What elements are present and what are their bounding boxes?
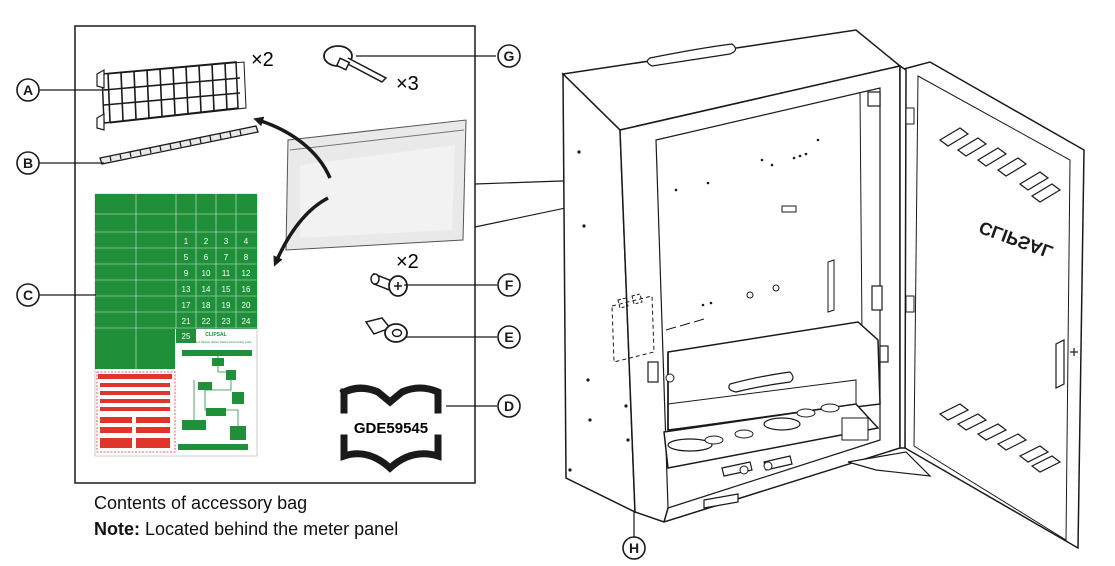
callout-b-circle (16, 151, 40, 175)
callout-e-label: E (504, 329, 513, 345)
label-num-12: 12 (242, 269, 251, 278)
item-d-manual-icon (339, 384, 442, 473)
label-num-9: 9 (184, 269, 189, 278)
qty-a: ×2 (251, 49, 274, 71)
label-num-2: 2 (204, 237, 209, 246)
accessory-box-frame (74, 25, 476, 484)
item-c-label-sheet: 1 2 3 4 5 6 7 8 9 10 11 12 13 14 15 16 1… (94, 193, 258, 457)
callout-g-label: G (504, 48, 515, 64)
label-num-18: 18 (202, 301, 211, 310)
label-sheet-fault-title: Residual Current Devices (Safety Switch)… (181, 340, 252, 344)
label-num-14: 14 (202, 285, 211, 294)
callout-h-circle (622, 536, 646, 560)
item-a-grille (96, 61, 247, 131)
callout-f-circle (497, 273, 521, 297)
label-num-20: 20 (242, 301, 251, 310)
caption-note: Note: Located behind the meter panel (94, 519, 398, 540)
label-num-6: 6 (204, 253, 209, 262)
label-num-8: 8 (244, 253, 249, 262)
item-g-cable-tie (323, 45, 388, 83)
callout-a-circle (16, 78, 40, 102)
callout-e-circle (497, 325, 521, 349)
caption-note-text: Located behind the meter panel (145, 519, 399, 539)
enclosure-door (847, 61, 1085, 550)
caption-note-label: Note: (94, 519, 140, 539)
callout-c-circle (16, 283, 40, 307)
label-num-23: 23 (222, 317, 231, 326)
label-num-13: 13 (182, 285, 191, 294)
label-num-17: 17 (182, 301, 191, 310)
label-num-11: 11 (222, 269, 231, 278)
label-num-7: 7 (224, 253, 229, 262)
callout-h-label: H (629, 540, 639, 556)
item-b-comb-strip (99, 125, 259, 165)
label-sheet-brand: CLIPSAL (205, 332, 226, 338)
label-num-16: 16 (242, 285, 251, 294)
enclosure-cabinet (561, 29, 902, 523)
label-num-15: 15 (222, 285, 231, 294)
callout-a-label: A (23, 82, 33, 98)
label-num-22: 22 (202, 317, 211, 326)
callout-d-circle (497, 394, 521, 418)
label-num-3: 3 (224, 237, 229, 246)
callout-b-label: B (23, 155, 33, 171)
item-f-screw (370, 272, 408, 297)
arrow-to-label-sheet (273, 196, 329, 267)
label-num-24: 24 (242, 317, 251, 326)
plastic-bag (285, 119, 467, 251)
callout-d-label: D (504, 398, 514, 414)
arrow-to-comb (253, 116, 332, 179)
callout-g-circle (497, 44, 521, 68)
qty-f: ×2 (396, 251, 419, 273)
label-num-1: 1 (184, 237, 189, 246)
label-num-25: 25 (182, 332, 191, 341)
label-num-21: 21 (182, 317, 191, 326)
label-num-4: 4 (244, 237, 249, 246)
item-e-lug (364, 317, 408, 343)
label-num-10: 10 (202, 269, 211, 278)
label-num-19: 19 (222, 301, 231, 310)
caption-line-1: Contents of accessory bag (94, 493, 308, 513)
qty-g: ×3 (396, 73, 419, 95)
callout-c-label: C (23, 287, 33, 303)
label-num-5: 5 (184, 253, 189, 262)
manual-code: GDE59545 (354, 420, 428, 437)
callout-f-label: F (505, 277, 514, 293)
